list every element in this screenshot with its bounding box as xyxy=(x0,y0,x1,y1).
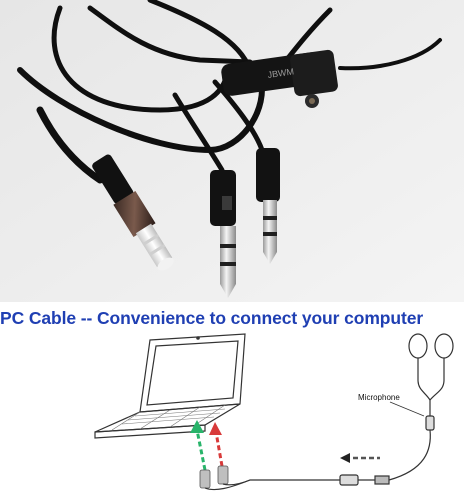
microphone-label: Microphone xyxy=(358,393,400,402)
splitter-housing: JBWM xyxy=(221,49,338,108)
laptop-illustration xyxy=(94,333,246,439)
microphone-plug xyxy=(256,148,280,264)
brand-mark: JBWM xyxy=(267,66,295,80)
four-pole-plug xyxy=(92,154,174,271)
cables xyxy=(17,0,442,184)
connection-diagram: Microphone xyxy=(94,333,454,491)
caption-title: PC Cable -- Convenience to connect your … xyxy=(0,308,424,328)
product-photo: JBWM xyxy=(0,0,464,302)
microphone-callout: Microphone xyxy=(358,393,425,417)
headphone-plug xyxy=(210,170,236,298)
headset-illustration xyxy=(388,333,454,481)
splitter-cable xyxy=(204,474,390,491)
red-arrow xyxy=(209,422,224,467)
laptop-plugs xyxy=(199,465,229,489)
green-arrow xyxy=(190,420,207,471)
direction-arrow xyxy=(340,453,380,463)
